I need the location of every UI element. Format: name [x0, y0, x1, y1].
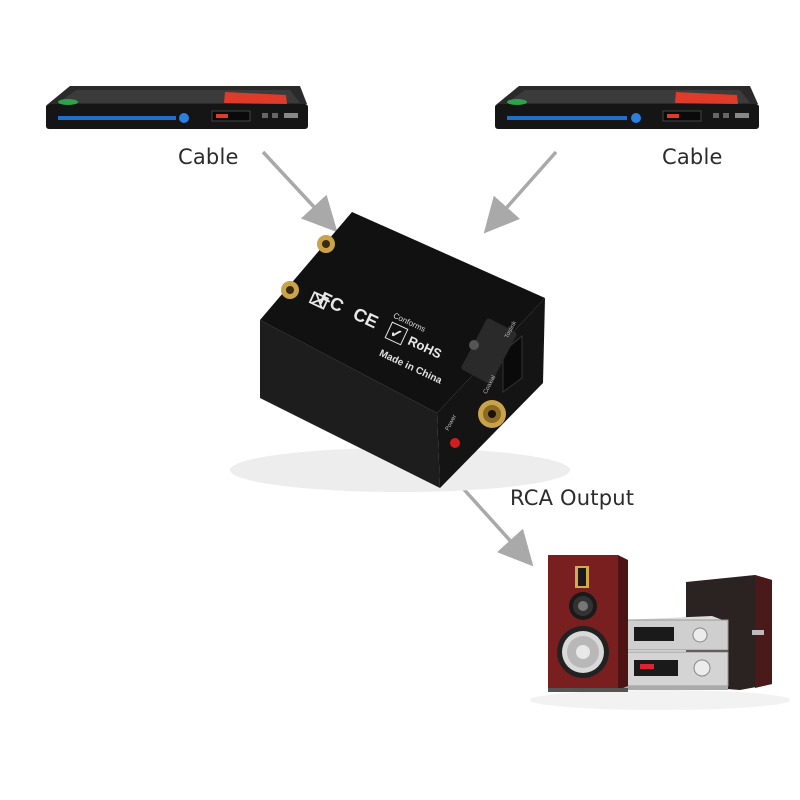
arrow-left-to-device — [261, 150, 338, 233]
amplifier-stack — [621, 616, 729, 690]
arrow-right-to-device — [483, 150, 558, 234]
speaker-left — [548, 555, 628, 692]
left-cable-label: Cable — [178, 145, 239, 169]
arrow-device-to-speakers — [458, 483, 534, 567]
weee-icon: ⌧ — [306, 290, 330, 313]
right-cable-label: Cable — [662, 145, 723, 169]
rca-output-label: RCA Output — [510, 486, 635, 510]
